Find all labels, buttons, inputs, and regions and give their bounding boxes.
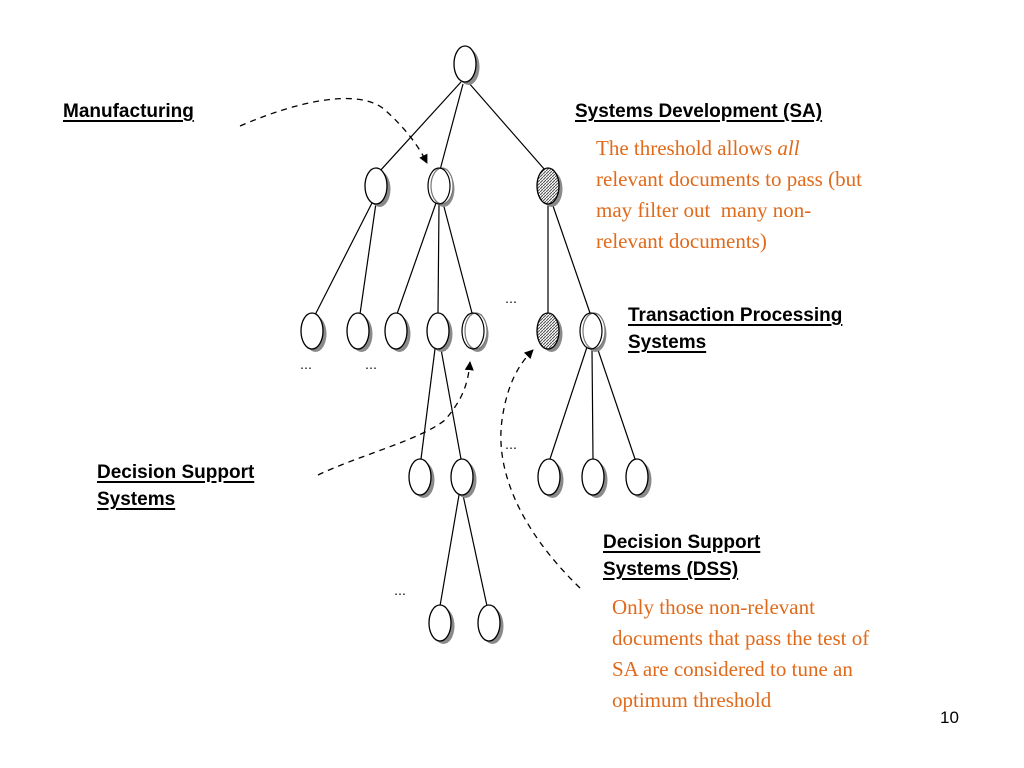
edge-root-sibling-a (439, 83, 464, 171)
level2-selected-node (427, 167, 455, 207)
level4-node-3 (537, 458, 564, 498)
decision-support-label-line1: Decision Support (97, 462, 255, 483)
ellipsis-left-1: … (300, 358, 312, 372)
continuation-dots: … … … … … (300, 292, 517, 598)
dss-label-line1: Decision Support (603, 532, 761, 553)
edge-systems-development-child-2 (551, 202, 591, 314)
edge-root-systems-development (467, 81, 546, 171)
edge-manufacturing-child-2 (359, 202, 377, 315)
dss-label: Decision Support Systems (DSS) (603, 529, 760, 583)
edge-sibling-a-child-2 (437, 204, 440, 314)
edge-middle-child-1 (420, 348, 436, 460)
tuning-note-line1: Only those non-relevant (612, 595, 815, 619)
edge-middle-child-2 (440, 348, 462, 460)
level3-node-2 (346, 312, 373, 352)
decision-support-arrow (317, 361, 474, 476)
level3-selected-node (461, 312, 489, 352)
edge-root-manufacturing (378, 81, 462, 173)
edge-tps-child-1 (549, 346, 588, 460)
threshold-note-line3: may filter out many non- (596, 198, 812, 222)
decision-support-label: Decision Support Systems (97, 459, 254, 513)
tuning-note-line4: optimum threshold (612, 688, 772, 712)
level5-node-2 (477, 604, 504, 644)
level4-node-4 (581, 458, 608, 498)
threshold-note: The threshold allows all relevant docume… (596, 133, 862, 257)
threshold-note-line2: relevant documents to pass (but (596, 167, 862, 191)
tuning-note-line2: documents that pass the test of (612, 626, 870, 650)
level3-node-1 (300, 312, 327, 352)
level5-node-1 (428, 604, 455, 644)
transaction-processing-label-line1: Transaction Processing (628, 305, 843, 326)
ellipsis-level2: … (505, 292, 517, 306)
tree-nodes (300, 45, 652, 644)
ellipsis-level3-right: … (505, 438, 517, 452)
manufacturing-node (364, 167, 391, 207)
dashed-arrows (239, 97, 581, 589)
edge-manufacturing-child-1 (314, 200, 374, 316)
systems-development-node (536, 167, 563, 207)
root-node (453, 45, 480, 85)
decision-support-label-line2: Systems (97, 489, 176, 510)
edge-sibling-a-child-3 (442, 202, 473, 314)
systems-development-label: Systems Development (SA) (575, 101, 823, 122)
tree-edges (314, 81, 636, 607)
threshold-note-emphasis: all (777, 136, 800, 160)
ellipsis-left-2: … (365, 358, 377, 372)
tuning-note-line3: SA are considered to tune an (612, 657, 853, 681)
page-number: 10 (940, 708, 959, 727)
threshold-note-line1: The threshold allows all (596, 136, 800, 160)
level4-node-2 (450, 458, 477, 498)
dss-arrow (500, 349, 581, 589)
transaction-processing-label: Transaction Processing Systems (628, 302, 842, 356)
level3-hatched-node (536, 312, 563, 352)
edge-sibling-a-child-1 (396, 202, 437, 315)
dss-label-line2: Systems (DSS) (603, 559, 739, 580)
transaction-processing-node (579, 312, 607, 352)
level3-node-3 (384, 312, 411, 352)
edge-level4-child-2 (462, 494, 488, 607)
level4-node-5 (625, 458, 652, 498)
transaction-processing-label-line2: Systems (628, 332, 707, 353)
edge-tps-child-3 (596, 346, 636, 460)
level4-node-1 (408, 458, 435, 498)
manufacturing-label: Manufacturing (63, 101, 194, 122)
manufacturing-arrow (239, 97, 428, 164)
edge-level4-child-1 (439, 494, 460, 607)
ellipsis-level4: … (394, 584, 406, 598)
threshold-note-line4: relevant documents) (596, 229, 767, 253)
edge-tps-child-2 (591, 348, 594, 460)
tuning-note: Only those non-relevant documents that p… (612, 592, 869, 716)
level3-node-4 (426, 312, 453, 352)
